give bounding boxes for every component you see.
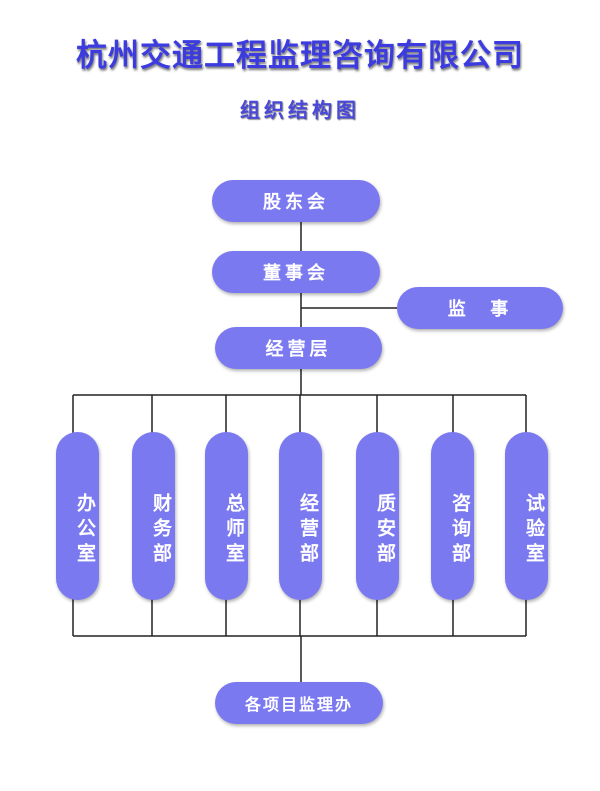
company-title: 杭州交通工程监理咨询有限公司 <box>76 38 524 74</box>
dept-label: 办公室 <box>74 492 96 568</box>
chart-subtitle: 组织结构图 <box>240 98 360 122</box>
dept-label: 总师室 <box>223 492 245 568</box>
dept-label: 咨询部 <box>449 492 471 568</box>
dept-label: 质安部 <box>374 492 396 568</box>
dept-consulting: 咨询部 <box>431 432 474 600</box>
dept-label: 经营部 <box>297 492 319 568</box>
node-project-offices: 各项目监理办 <box>215 682 383 724</box>
dept-label: 试验室 <box>523 492 545 568</box>
node-board: 董事会 <box>212 251 380 293</box>
dept-quality-safety: 质安部 <box>356 432 399 600</box>
dept-label: 财务部 <box>150 492 172 568</box>
node-management: 经营层 <box>215 327 382 369</box>
node-supervisor: 监 事 <box>397 287 563 329</box>
dept-office: 办公室 <box>56 432 99 600</box>
node-shareholders: 股东会 <box>212 180 380 222</box>
dept-finance: 财务部 <box>132 432 175 600</box>
dept-chief-engineer: 总师室 <box>205 432 248 600</box>
dept-laboratory: 试验室 <box>505 432 548 600</box>
dept-business: 经营部 <box>279 432 322 600</box>
